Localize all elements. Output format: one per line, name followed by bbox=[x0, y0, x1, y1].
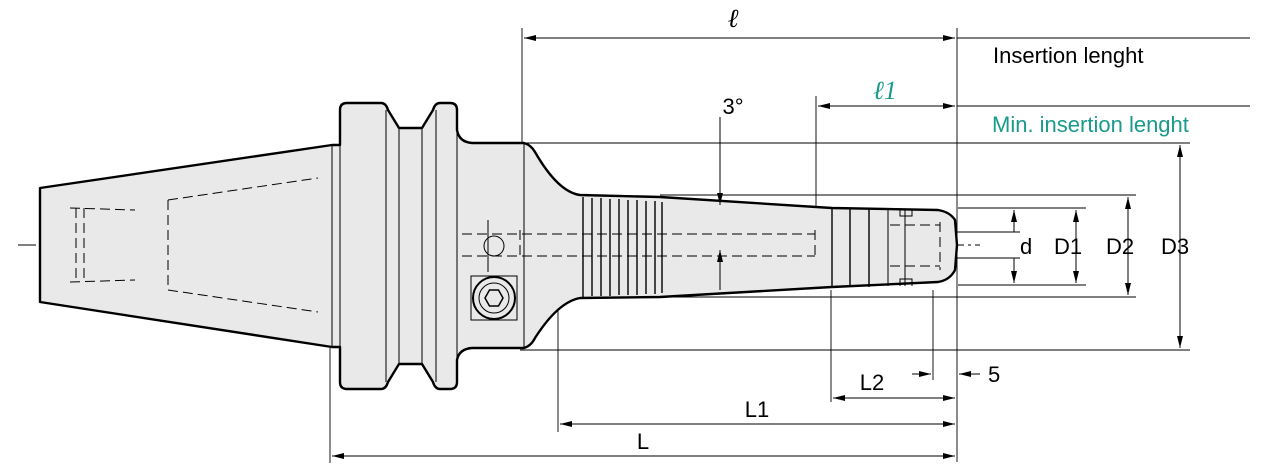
hidden-lines-taper bbox=[69, 177, 816, 313]
label-l: ℓ bbox=[728, 4, 739, 33]
label-L2: L2 bbox=[860, 370, 884, 395]
dimension-diameters: d D1 D2 D3 bbox=[1011, 145, 1189, 348]
hex-screw-icon bbox=[470, 275, 518, 321]
dimension-l: ℓ Insertion lenght bbox=[524, 4, 1143, 68]
nose-details bbox=[831, 208, 941, 287]
dimension-L2: L2 bbox=[833, 370, 955, 401]
label-L1: L1 bbox=[745, 397, 769, 422]
label-D2: D2 bbox=[1106, 234, 1134, 259]
dimension-L: L bbox=[332, 429, 955, 459]
label-min-insertion-length: Min. insertion lenght bbox=[992, 112, 1189, 137]
dimension-angle: 3° bbox=[717, 94, 744, 290]
holder-body-outline bbox=[38, 101, 959, 391]
dimension-five: 5 bbox=[912, 362, 1000, 387]
shank-grooves bbox=[582, 197, 663, 297]
label-D1: D1 bbox=[1054, 234, 1082, 259]
coolant-hole bbox=[483, 220, 505, 272]
label-D3: D3 bbox=[1161, 234, 1189, 259]
flange-lines bbox=[39, 110, 525, 382]
dimension-l1: ℓ1 Min. insertion lenght bbox=[818, 76, 1189, 137]
label-five: 5 bbox=[988, 362, 1000, 387]
label-d: d bbox=[1020, 234, 1032, 259]
label-l1: ℓ1 bbox=[873, 76, 897, 105]
label-insertion-length: Insertion lenght bbox=[993, 43, 1143, 68]
label-angle: 3° bbox=[722, 94, 743, 119]
label-L: L bbox=[637, 429, 649, 454]
dimension-L1: L1 bbox=[560, 397, 955, 427]
